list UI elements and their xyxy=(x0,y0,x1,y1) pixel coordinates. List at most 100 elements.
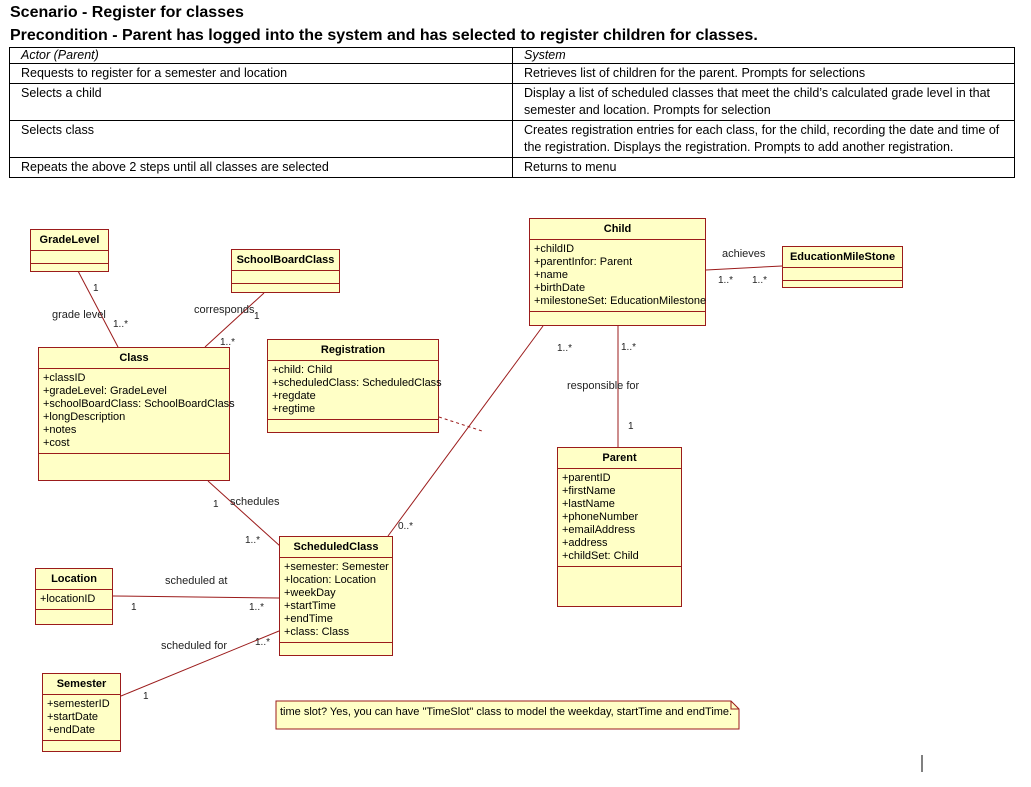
attribute: +location: Location xyxy=(284,574,377,586)
label-grade-level: grade level xyxy=(52,309,106,321)
class-attributes xyxy=(31,251,108,264)
class-box-semester: Semester +semesterID +startDate +endDate xyxy=(42,673,121,752)
class-box-educationmilestone: EducationMileStone xyxy=(782,246,903,288)
attribute: +lastName xyxy=(562,498,615,510)
multiplicity: 1 xyxy=(213,499,219,510)
class-name: GradeLevel xyxy=(31,230,108,251)
assoc-schedules xyxy=(207,480,281,547)
system-cell: Returns to menu xyxy=(512,157,1015,178)
attribute: +milestoneSet: EducationMilestone xyxy=(534,295,707,307)
class-box-schoolboardclass: SchoolBoardClass xyxy=(231,249,340,293)
attribute: +name xyxy=(534,269,568,281)
label-achieves: achieves xyxy=(722,248,766,260)
attribute: +address xyxy=(562,537,608,549)
note-fold xyxy=(730,701,739,710)
multiplicity: 1..* xyxy=(752,275,768,286)
multiplicity: 1 xyxy=(628,421,634,432)
assoc-scheduled-at xyxy=(112,595,280,599)
multiplicity: 1..* xyxy=(249,602,265,613)
class-attributes xyxy=(232,271,339,284)
attribute: +startTime xyxy=(284,600,336,612)
multiplicity: 1..* xyxy=(718,275,734,286)
class-name: Semester xyxy=(43,674,120,695)
attribute: +cost xyxy=(43,437,70,449)
assoc-scheduled-for xyxy=(120,630,280,697)
attribute: +phoneNumber xyxy=(562,511,639,523)
label-responsible-for: responsible for xyxy=(567,380,640,392)
class-box-scheduledclass: ScheduledClass +semester: Semester +loca… xyxy=(279,536,393,656)
label-corresponds: corresponds xyxy=(194,304,255,316)
class-attributes: +locationID xyxy=(36,590,112,610)
class-name: Location xyxy=(36,569,112,590)
attribute: +childID xyxy=(534,243,575,255)
multiplicity: 1 xyxy=(254,311,260,322)
class-box-registration: Registration +child: Child +scheduledCla… xyxy=(267,339,442,433)
multiplicity: 1..* xyxy=(255,637,271,648)
multiplicity: 1 xyxy=(93,283,99,294)
table-row: Repeats the above 2 steps until all clas… xyxy=(9,157,1015,178)
multiplicity: 1 xyxy=(131,602,137,613)
class-box-child: Child +childID +parentInfor: Parent +nam… xyxy=(529,218,706,326)
multiplicity: 0..* xyxy=(398,521,414,532)
attribute: +child: Child xyxy=(272,364,333,376)
class-name: Class xyxy=(39,348,229,369)
attribute: +parentInfor: Parent xyxy=(534,256,633,268)
attribute: +weekDay xyxy=(284,587,336,599)
attribute: +firstName xyxy=(562,485,616,497)
attribute: +semester: Semester xyxy=(284,561,389,573)
precondition-text: Precondition - Parent has logged into th… xyxy=(10,27,758,44)
attribute: +notes xyxy=(43,424,77,436)
class-attributes: +child: Child +scheduledClass: Scheduled… xyxy=(268,361,442,420)
attribute: +regtime xyxy=(272,403,316,415)
table-header-row: Actor (Parent) System xyxy=(9,47,1015,64)
assoc-child-scheduled xyxy=(387,325,544,537)
scenario-table: Actor (Parent) System Requests to regist… xyxy=(9,47,1015,178)
attribute: +parentID xyxy=(562,472,611,484)
attribute: +regdate xyxy=(272,390,316,402)
attribute: +startDate xyxy=(47,711,99,723)
actor-cell: Repeats the above 2 steps until all clas… xyxy=(9,157,513,178)
assoc-corresponds xyxy=(204,292,265,348)
class-attributes xyxy=(783,268,902,281)
class-box-gradelevel: GradeLevel xyxy=(30,229,109,272)
actor-cell: Selects class xyxy=(9,120,513,158)
assoc-achieves xyxy=(705,265,783,271)
class-name: Child xyxy=(530,219,705,240)
class-name: SchoolBoardClass xyxy=(232,250,339,271)
class-name: Parent xyxy=(558,448,681,469)
attribute: +semesterID xyxy=(47,698,110,710)
class-attributes: +childID +parentInfor: Parent +name +bir… xyxy=(530,240,707,312)
attribute: +scheduledClass: ScheduledClass xyxy=(272,377,442,389)
attribute: +endDate xyxy=(47,724,96,736)
table-row: Selects class Creates registration entri… xyxy=(9,120,1015,158)
multiplicity: 1 xyxy=(143,691,149,702)
class-attributes: +classID +gradeLevel: GradeLevel +school… xyxy=(39,369,235,454)
attribute: +class: Class xyxy=(284,626,350,638)
attribute: +emailAddress xyxy=(562,524,636,536)
class-attributes: +parentID +firstName +lastName +phoneNum… xyxy=(558,469,681,567)
label-scheduled-for: scheduled for xyxy=(161,640,228,652)
attribute: +childSet: Child xyxy=(562,550,639,562)
attribute: +schoolBoardClass: SchoolBoardClass xyxy=(43,398,235,410)
class-attributes: +semester: Semester +location: Location … xyxy=(280,558,392,643)
class-attributes: +semesterID +startDate +endDate xyxy=(43,695,120,741)
multiplicity: 1..* xyxy=(557,343,573,354)
multiplicity: 1..* xyxy=(113,319,129,330)
class-name: ScheduledClass xyxy=(280,537,392,558)
attribute: +birthDate xyxy=(534,282,586,294)
class-box-parent: Parent +parentID +firstName +lastName +p… xyxy=(557,447,682,607)
assoc-registration-link xyxy=(438,416,483,432)
label-scheduled-at: scheduled at xyxy=(165,575,228,587)
attribute: +endTime xyxy=(284,613,333,625)
assoc-grade-level xyxy=(77,270,119,348)
note: time slot? Yes, you can have "TimeSlot" … xyxy=(280,706,733,718)
class-name: Registration xyxy=(268,340,438,361)
multiplicity: 1..* xyxy=(621,342,637,353)
note-shape xyxy=(275,700,740,730)
attribute: +locationID xyxy=(40,593,96,605)
system-cell: Creates registration entries for each cl… xyxy=(512,120,1015,158)
label-schedules: schedules xyxy=(230,496,280,508)
class-box-location: Location +locationID xyxy=(35,568,113,625)
attribute: +classID xyxy=(43,372,86,384)
